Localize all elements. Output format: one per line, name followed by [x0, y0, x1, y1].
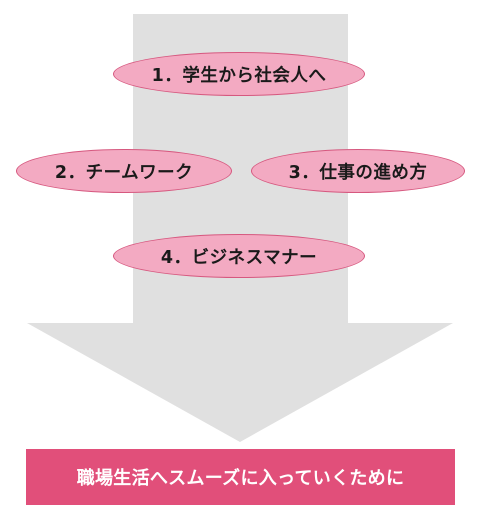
step-1-label: 1．学生から社会人へ — [151, 65, 327, 86]
step-1-pill: 1．学生から社会人へ — [113, 52, 365, 96]
step-2-pill: 2．チームワーク — [16, 149, 232, 193]
goal-banner: 職場生活へスムーズに入っていくために — [26, 449, 455, 505]
step-3-label: 3．仕事の進め方 — [288, 162, 428, 183]
step-4-label: 4．ビジネスマナー — [160, 247, 318, 268]
step-3-pill: 3．仕事の進め方 — [251, 149, 465, 193]
step-4-pill: 4．ビジネスマナー — [113, 234, 365, 278]
down-arrow-polygon — [27, 14, 453, 442]
goal-label: 職場生活へスムーズに入っていくために — [76, 468, 405, 489]
step-2-label: 2．チームワーク — [54, 162, 194, 183]
